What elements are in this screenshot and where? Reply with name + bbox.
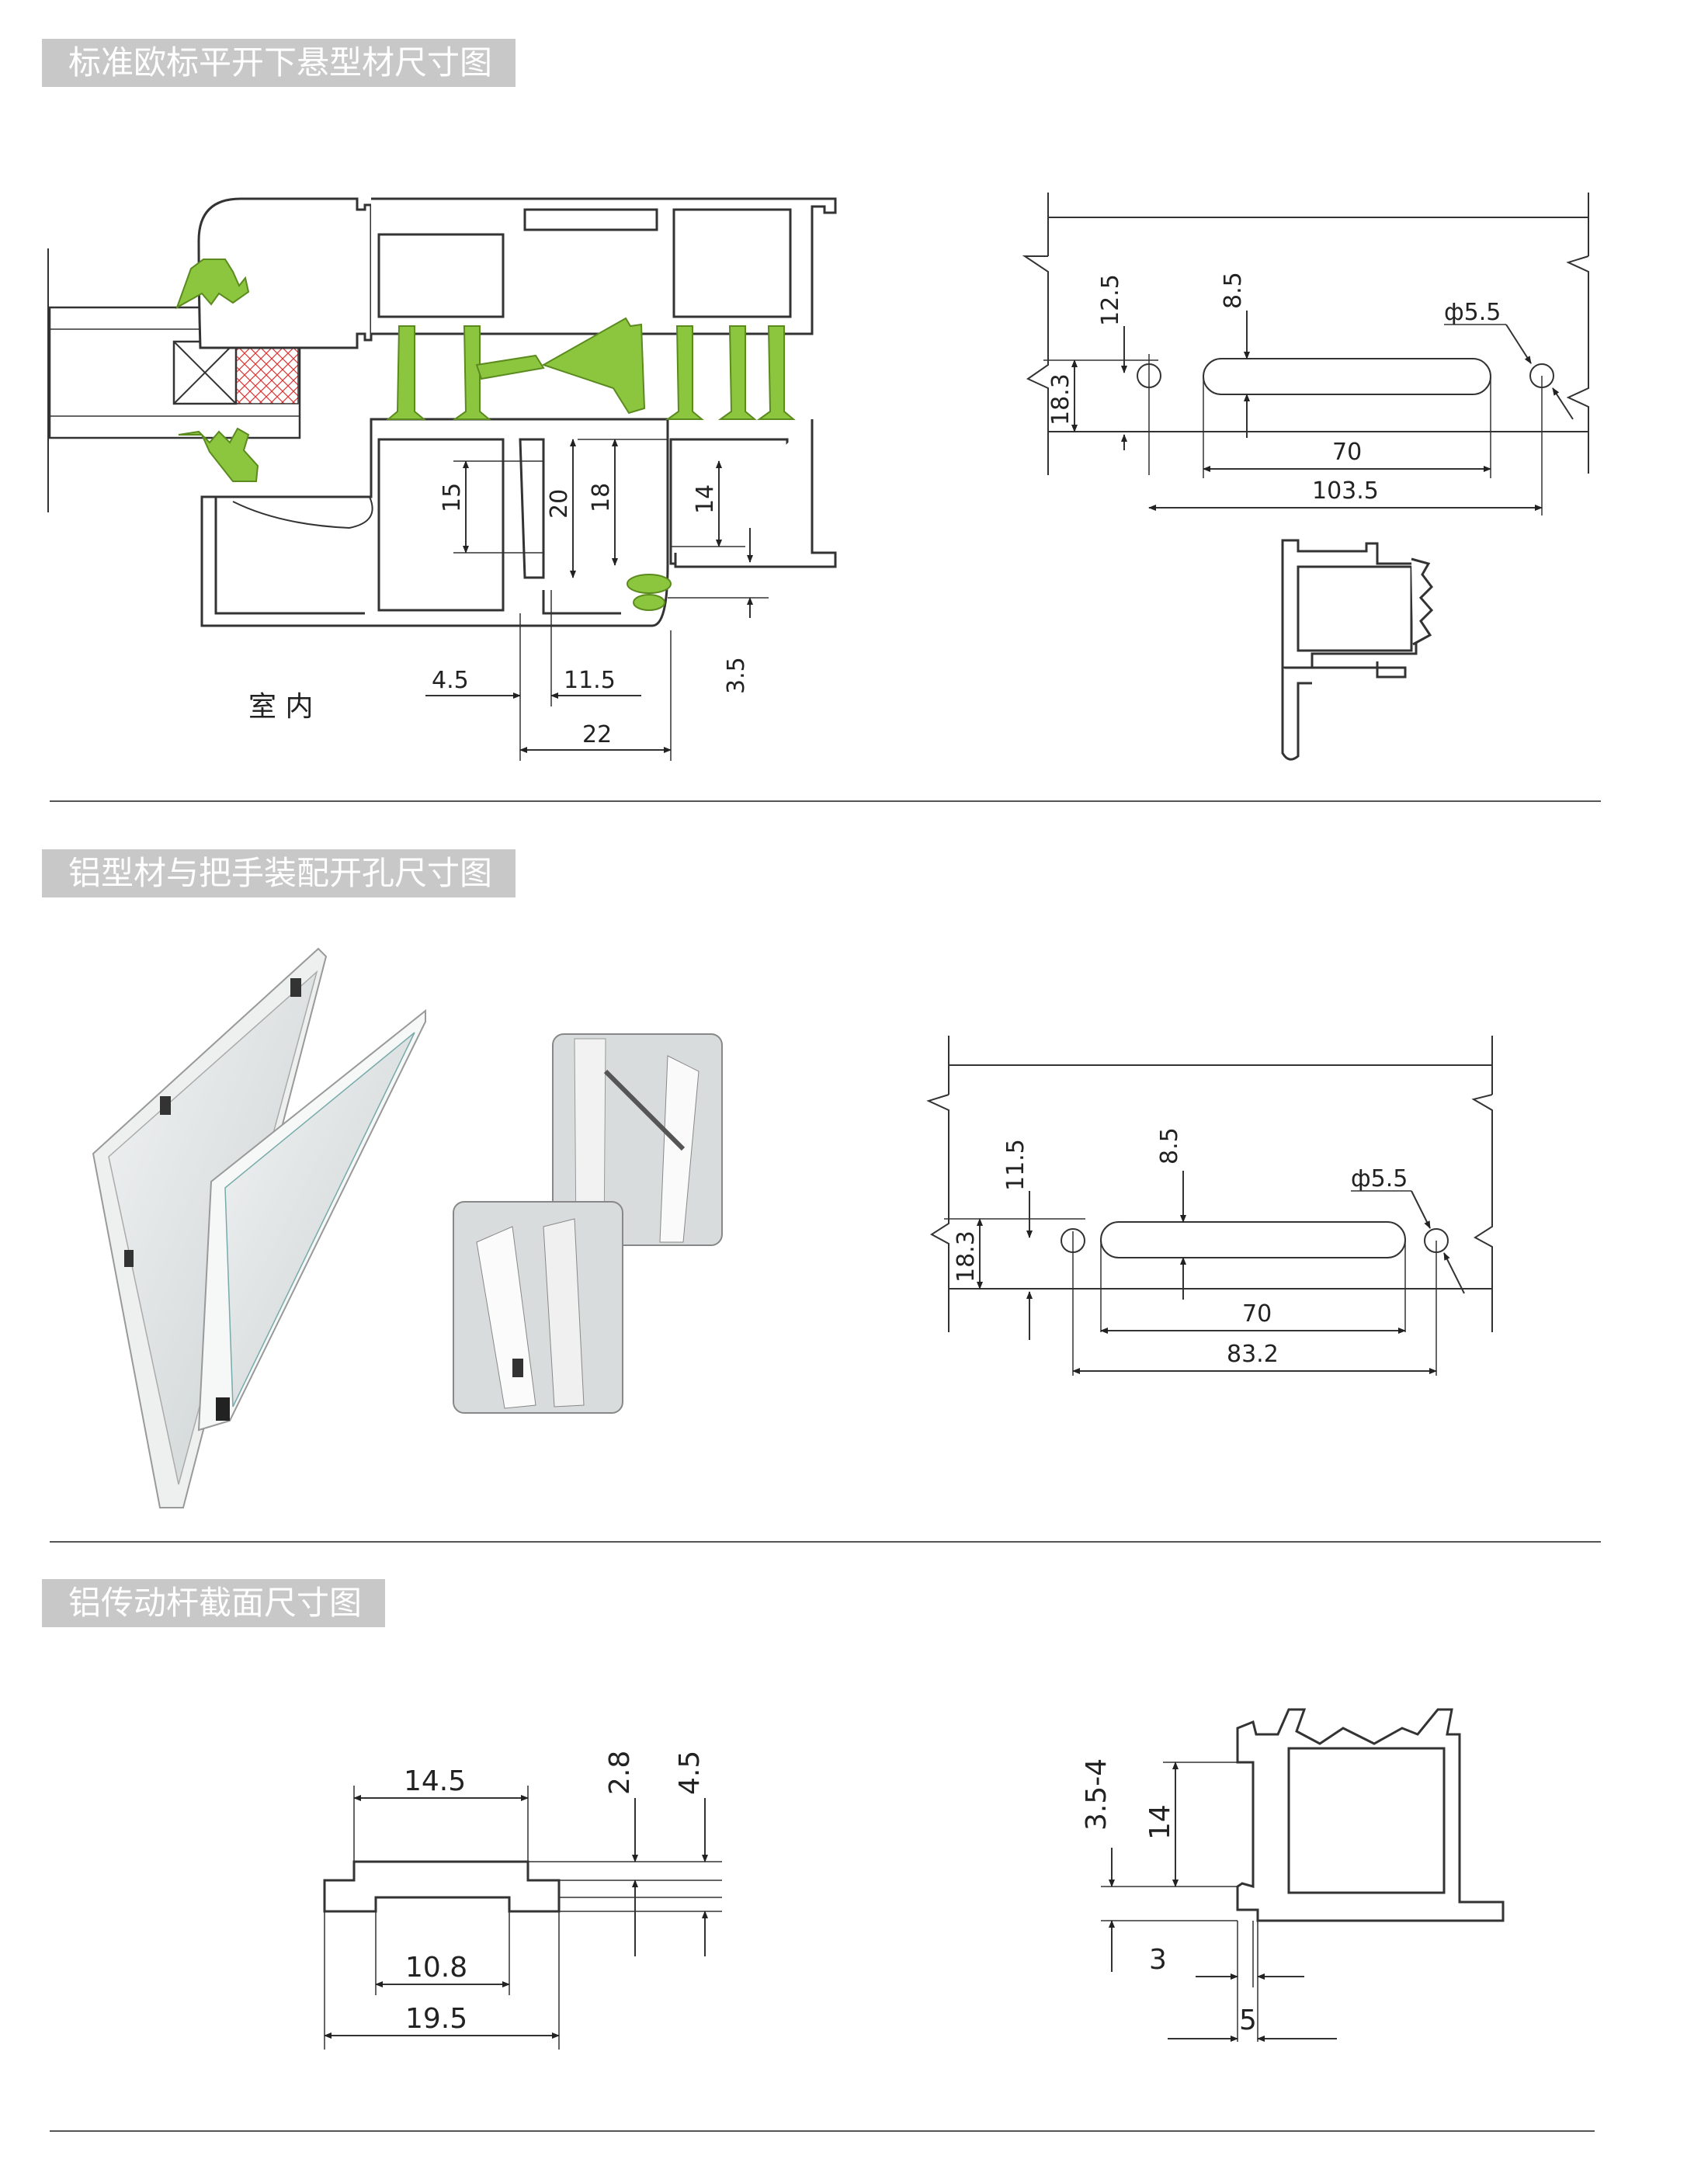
- dim-10-8: 10.8: [405, 1952, 467, 1984]
- section-title-2: 铝型材与把手装配开孔尺寸图: [42, 849, 516, 897]
- transmission-rod-section: 14.5 2.8 4.5 10.8 19.5: [323, 1751, 722, 2050]
- dim-3-5: 3.5: [723, 657, 750, 694]
- dim-2-8: 2.8: [604, 1751, 636, 1795]
- dim-14-5: 14.5: [404, 1765, 466, 1797]
- divider-3: [50, 2130, 1595, 2132]
- divider-2: [50, 1541, 1601, 1543]
- handle-hole-drawing-2: 11.5 18.3 8.5 ф5.5 70 83.2: [926, 1036, 1493, 1376]
- section-title-3: 铝传动杆截面尺寸图: [42, 1579, 386, 1627]
- dim-14-b: 14: [1144, 1804, 1176, 1840]
- hinge-detail-photo-1: [552, 1033, 723, 1246]
- dim-11-5: 11.5: [564, 667, 616, 694]
- window-photo-main: [92, 947, 426, 1508]
- dim-8-5: 8.5: [1220, 272, 1247, 309]
- dim-4-5-b: 4.5: [674, 1751, 706, 1795]
- dim-18: 18: [588, 483, 615, 512]
- dim-11-5-b: 11.5: [1002, 1139, 1029, 1191]
- section-title-1: 标准欧标平开下悬型材尺寸图: [42, 39, 516, 87]
- dim-70-a: 70: [1332, 439, 1362, 466]
- groove-profile-section: 3.5-4 14 3 5: [1081, 1708, 1505, 2042]
- dim-18-3: 18.3: [1047, 373, 1074, 425]
- profile-dimensions: 15 20 18 14 3.5 4.5 11.5 22 室 内: [248, 439, 769, 761]
- dim-22: 22: [582, 721, 612, 748]
- dim-15: 15: [439, 483, 466, 512]
- dim-70-b: 70: [1242, 1300, 1272, 1328]
- dim-3: 3: [1149, 1944, 1167, 1976]
- small-profile-sketch: [1281, 539, 1434, 761]
- window-profile-section: [47, 197, 837, 627]
- dim-19-5: 19.5: [405, 2003, 467, 2035]
- dim-14: 14: [692, 484, 719, 514]
- dim-3-5-4: 3.5-4: [1081, 1758, 1113, 1831]
- hinge-detail-photo-2: [453, 1201, 623, 1414]
- indoor-label: 室 内: [248, 691, 313, 723]
- dim-20: 20: [546, 489, 573, 519]
- dim-phi-5-5: ф5.5: [1444, 299, 1501, 326]
- dim-103-5: 103.5: [1312, 477, 1379, 505]
- dim-83-2: 83.2: [1227, 1341, 1279, 1368]
- dim-phi-5-5-b: ф5.5: [1351, 1165, 1408, 1192]
- dim-4-5: 4.5: [432, 667, 469, 694]
- dim-5: 5: [1239, 2005, 1257, 2036]
- dim-8-5-b: 8.5: [1156, 1127, 1183, 1165]
- divider-1: [50, 800, 1601, 802]
- dim-18-3-b: 18.3: [953, 1231, 980, 1283]
- handle-hole-drawing-1: 12.5 18.3 8.5 ф5.5 70 103.5: [1022, 193, 1589, 515]
- dim-12-5: 12.5: [1097, 274, 1124, 326]
